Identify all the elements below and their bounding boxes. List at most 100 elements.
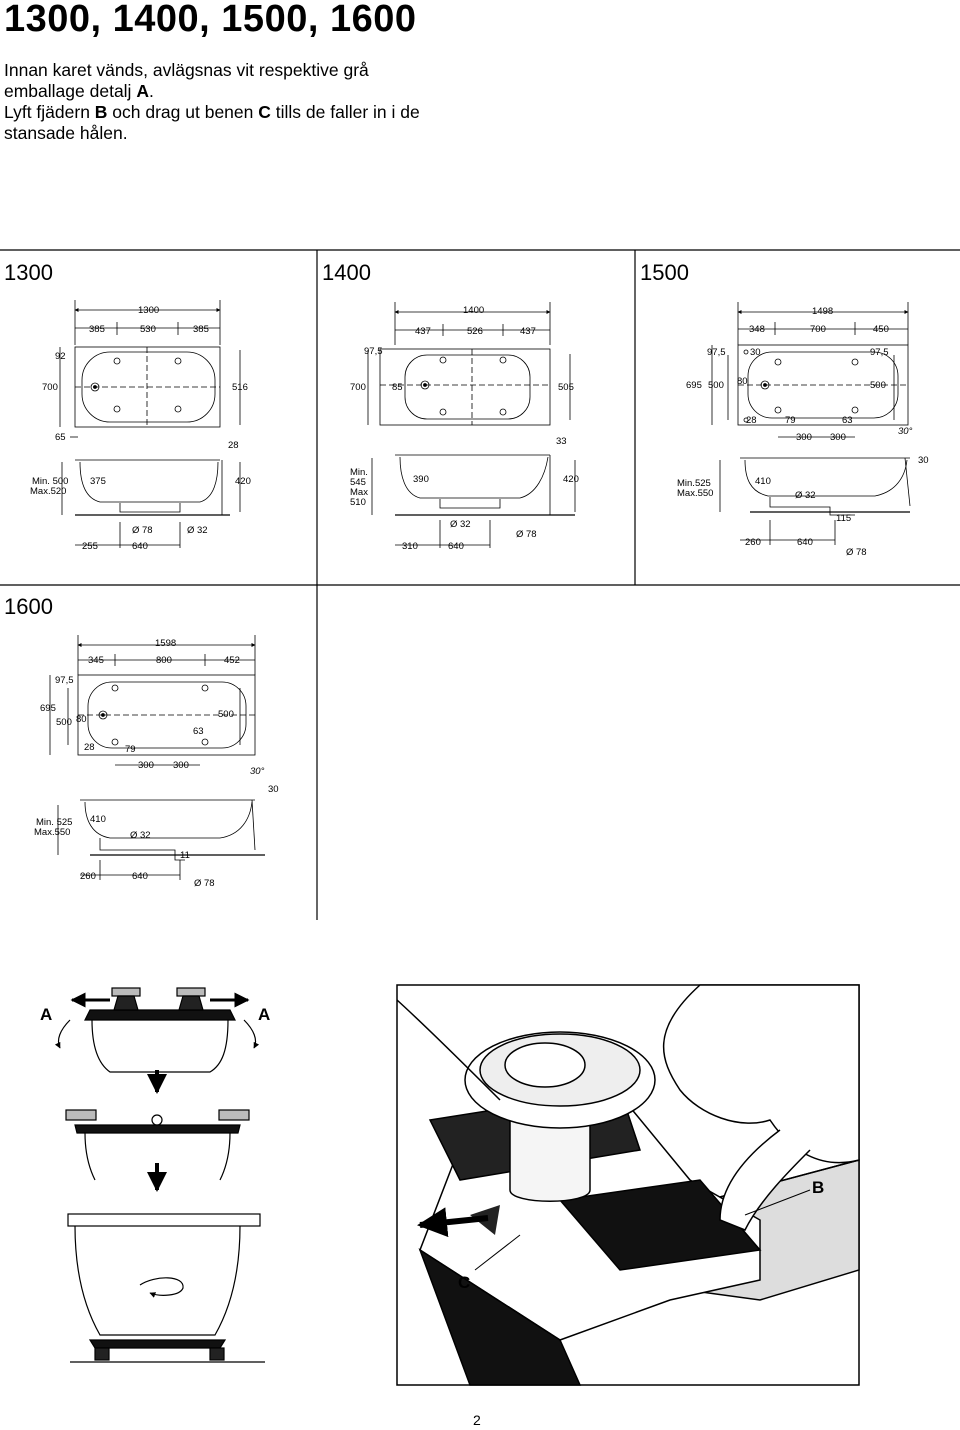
dim-1400-total: 1400 xyxy=(463,305,484,316)
dim-1600-inner-w: 500 xyxy=(56,717,72,728)
dim-1400-right-inner: 505 xyxy=(558,382,574,393)
dim-1300-left-offset: 92 xyxy=(55,351,66,362)
dim-1500-min: Min.525 xyxy=(677,478,711,489)
drawing-1300: 1300 385 530 385 92 700 516 65 28 Min. 5… xyxy=(30,300,251,552)
dim-1300-side-top: 28 xyxy=(228,440,239,451)
dim-1500-span-b: 300 xyxy=(830,432,846,443)
dim-1600-pipe: 11 xyxy=(180,850,190,861)
dim-1400-max-1: Max xyxy=(350,487,368,498)
section-grid xyxy=(0,249,960,920)
dim-1400-max-2: 510 xyxy=(350,497,366,508)
dim-1600-total: 1598 xyxy=(155,638,176,649)
dim-1500-angle-h: 30 xyxy=(918,455,929,466)
dim-1600-span-b: 300 xyxy=(173,760,189,771)
dim-1300-top-mid: 530 xyxy=(140,324,156,335)
drawing-1500: 1498 348 700 450 97,5 30 97,5 695 500 80… xyxy=(677,302,929,558)
page-number: 2 xyxy=(473,1412,481,1428)
intro-line2: Lyft fjädern xyxy=(4,102,95,122)
dim-1300-bottom-b: 640 xyxy=(132,541,148,552)
intro-line1-end: . xyxy=(148,81,154,101)
dim-1500-inner-w: 500 xyxy=(708,380,724,391)
dim-1600-depth: 410 xyxy=(90,814,106,825)
dim-1500-pipe: 115 xyxy=(836,513,851,524)
dim-1400-height: 420 xyxy=(563,474,579,485)
dim-1500-top-mid: 700 xyxy=(810,324,826,335)
dim-1400-min-2: 545 xyxy=(350,477,366,488)
dim-1300-dia-a: Ø 78 xyxy=(132,525,153,536)
dim-1400-min-1: Min. xyxy=(350,467,368,478)
label-b: B xyxy=(812,1178,824,1197)
dim-1500-dia-b: Ø 78 xyxy=(846,547,867,558)
dim-1300-min: Min. 500 xyxy=(32,476,68,487)
dim-1600-hole-b: 28 xyxy=(84,742,95,753)
section-label-1300: 1300 xyxy=(4,260,53,285)
dim-1300-top-right: 385 xyxy=(193,324,209,335)
section-label-1500: 1500 xyxy=(640,260,689,285)
dim-1400-dia-a: Ø 32 xyxy=(450,519,471,530)
dim-1300-bottom-a: 255 xyxy=(82,541,98,552)
dim-1300-width: 700 xyxy=(42,382,58,393)
dim-1600-top-right: 452 xyxy=(224,655,240,666)
label-a-right: A xyxy=(258,1005,270,1024)
dim-1500-leg-a: 79 xyxy=(785,415,796,426)
dim-1600-min: Min. 525 xyxy=(36,817,72,828)
dim-1300-depth: 375 xyxy=(90,476,106,487)
dim-1500-hole-a: 30 xyxy=(750,347,761,358)
dim-1500-bottom-a: 260 xyxy=(745,537,761,548)
dim-1300-height: 420 xyxy=(235,476,251,487)
dim-1600-top-mid: 800 xyxy=(156,655,172,666)
dim-1500-top-right: 450 xyxy=(873,324,889,335)
bathtub-flip-steps xyxy=(54,987,265,1363)
dim-1400-top-right: 437 xyxy=(520,326,536,337)
dim-1500-top-left: 348 xyxy=(749,324,765,335)
dim-1600-drain-off: 80 xyxy=(76,714,87,725)
label-a-left: A xyxy=(40,1005,52,1024)
dim-1500-max: Max.550 xyxy=(677,488,713,499)
dim-1600-leg-b: 63 xyxy=(193,726,204,737)
dim-1400-width: 700 xyxy=(350,382,366,393)
dim-1500-depth: 410 xyxy=(755,476,771,487)
dim-1600-right-inner: 500 xyxy=(218,709,234,720)
dim-1600-dia-a: Ø 32 xyxy=(130,830,151,841)
dim-1500-right-offset: 97,5 xyxy=(870,347,889,358)
dim-1500-bottom-b: 640 xyxy=(797,537,813,548)
intro-line1: Innan karet vänds, avlägsnas vit respekt… xyxy=(4,60,369,101)
dim-1400-left-offset: 97,5 xyxy=(364,346,383,357)
ref-a: A xyxy=(136,81,149,101)
dim-1400-depth: 390 xyxy=(413,474,429,485)
dim-1500-width: 695 xyxy=(686,380,702,391)
dim-1600-angle: 30° xyxy=(250,766,265,777)
dim-1600-span-a: 300 xyxy=(138,760,154,771)
dim-1500-right-inner: 500 xyxy=(870,380,886,391)
section-label-1600: 1600 xyxy=(4,594,53,619)
dim-1600-top-left: 345 xyxy=(88,655,104,666)
dim-1300-top-left: 385 xyxy=(89,324,105,335)
dim-1600-left-offset: 97,5 xyxy=(55,675,74,686)
ref-b: B xyxy=(94,102,108,122)
intro-text: Innan karet vänds, avlägsnas vit respekt… xyxy=(4,60,424,144)
dim-1600-max: Max.550 xyxy=(34,827,70,838)
dim-1400-top-left: 437 xyxy=(415,326,431,337)
dim-1300-bottom-left: 65 xyxy=(55,432,66,443)
page-title: 1300, 1400, 1500, 1600 xyxy=(4,0,417,40)
dim-1300-dia-b: Ø 32 xyxy=(187,525,208,536)
dim-1300-right-inner: 516 xyxy=(232,382,248,393)
dim-1400-side-top: 33 xyxy=(556,436,567,447)
intro-line2-end: tills de faller in i de stansade hålen. xyxy=(4,102,420,143)
dim-1400-bottom-a: 310 xyxy=(402,541,418,552)
dim-1500-span-a: 300 xyxy=(796,432,812,443)
dim-1500-dia-a: Ø 32 xyxy=(795,490,816,501)
leg-release-detail xyxy=(396,984,860,1386)
dim-1400-drain-off: 85 xyxy=(392,382,403,393)
drawing-1600: 1598 345 800 452 97,5 695 500 80 500 63 … xyxy=(34,635,279,889)
dim-1400-top-mid: 526 xyxy=(467,326,483,337)
dim-1500-left-offset: 97,5 xyxy=(707,347,726,358)
intro-line2-mid: och drag ut benen xyxy=(107,102,259,122)
dim-1600-width: 695 xyxy=(40,703,56,714)
label-c: C xyxy=(458,1273,470,1292)
section-label-1400: 1400 xyxy=(322,260,371,285)
dim-1600-bottom-a: 260 xyxy=(80,871,96,882)
dim-1400-dia-b: Ø 78 xyxy=(516,529,537,540)
dim-1500-drain-off: 80 xyxy=(737,376,748,387)
